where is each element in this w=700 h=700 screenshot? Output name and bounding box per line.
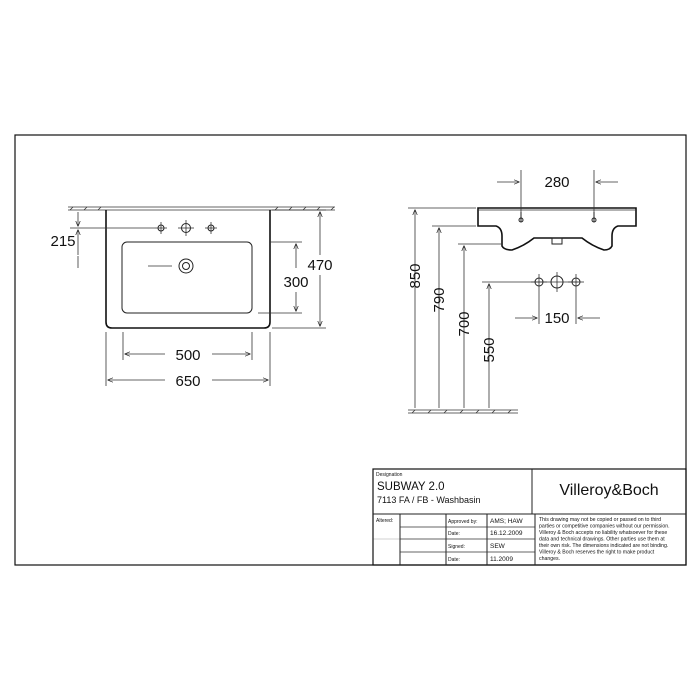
drain-icon	[148, 258, 194, 274]
dimension-label: 300	[283, 274, 308, 291]
tap-hole-icon	[155, 222, 167, 234]
dimension-150: 150	[515, 290, 600, 327]
signed-label: Signed:	[448, 544, 465, 550]
title-block: Designation SUBWAY 2.0 7113 FA / FB - Wa…	[372, 468, 687, 566]
designation-label: Designation	[376, 472, 403, 478]
dimension-215: 215	[50, 212, 155, 268]
waste-hole-icon	[550, 272, 564, 292]
dimension-280: 280	[497, 170, 618, 212]
date2-label: Date:	[448, 557, 460, 563]
dimension-700: 700	[456, 243, 502, 408]
dimension-label: 700	[456, 311, 473, 336]
dimension-label: 500	[175, 347, 200, 364]
legal-notice-line: This drawing may not be copied or passed…	[539, 517, 661, 523]
dimension-label: 650	[175, 373, 200, 390]
signed-value: SEW	[490, 543, 506, 550]
legal-notice-line: Villeroy & Boch reserves the right to ma…	[539, 550, 655, 556]
dimension-label: 280	[544, 174, 569, 191]
product-code: 7113 FA / FB - Washbasin	[377, 495, 481, 505]
dimension-label: 470	[307, 257, 332, 274]
dimension-300: 300	[258, 241, 309, 314]
supply-hole-icon	[568, 274, 584, 290]
legal-notice: This drawing may not be copied or passed…	[539, 517, 670, 562]
date2-value: 11.2009	[490, 556, 513, 563]
tap-hole-icon	[205, 222, 217, 234]
product-name: SUBWAY 2.0	[377, 481, 445, 493]
dimension-label: 850	[407, 263, 424, 288]
brand-logo: Villeroy&Boch	[559, 482, 658, 499]
date1-label: Date:	[448, 531, 460, 537]
legal-notice-line: data and technical drawings. Other parti…	[539, 537, 665, 543]
legal-notice-line: their own risk. The dimensions indicated…	[539, 543, 668, 549]
tap-markers	[518, 212, 597, 223]
dimension-label: 215	[50, 233, 75, 250]
plan-view: 215 300 470 500	[50, 206, 335, 390]
legal-notice-line: Villeroy & Boch accepts no liability wha…	[539, 530, 667, 536]
dimension-550: 550	[481, 281, 578, 408]
legal-notice-line: parties or competitive companies without…	[539, 524, 670, 530]
approved-by-label: Approved by:	[448, 519, 477, 525]
tap-hole-icon	[178, 220, 194, 236]
dimension-500: 500	[122, 332, 253, 364]
dimension-label: 550	[481, 337, 498, 362]
tap-holes	[155, 220, 217, 236]
floor-line	[408, 409, 518, 414]
wall-connection-holes	[531, 272, 584, 292]
front-view: 280 850 790	[407, 170, 637, 414]
dimension-790: 790	[431, 225, 476, 408]
legal-notice-line: changes.	[539, 556, 560, 562]
date1-value: 16.12.2009	[490, 530, 523, 537]
supply-hole-icon	[531, 274, 547, 290]
waste-outlet	[551, 237, 563, 245]
dimension-label: 790	[431, 287, 448, 312]
drawing-frame	[14, 134, 687, 566]
wall-line	[68, 206, 335, 211]
dimension-650: 650	[105, 332, 271, 390]
basin-front-outline	[477, 207, 637, 251]
basin-outline	[105, 210, 271, 329]
dimension-850: 850	[407, 207, 476, 408]
altered-label: Altered:	[376, 518, 393, 524]
dimension-470: 470	[272, 209, 333, 329]
approved-by-value: AMS; HAW	[490, 518, 523, 525]
dimension-label: 150	[544, 310, 569, 327]
basin-bowl	[121, 241, 253, 314]
